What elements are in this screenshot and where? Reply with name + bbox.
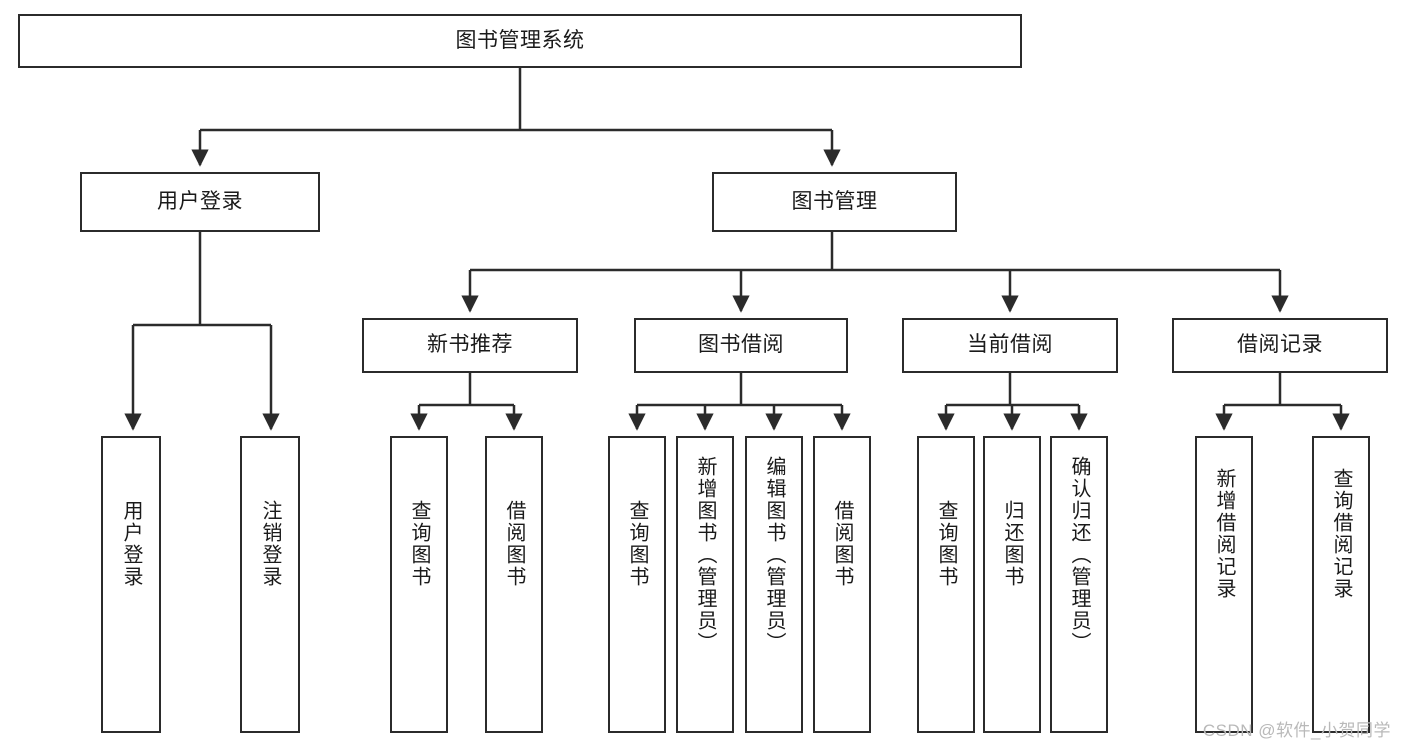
leaf-user-logout-label: 注销登录	[259, 500, 281, 588]
watermark-text: CSDN @软件_小贺同学	[1202, 721, 1391, 740]
leaf-user-login-label: 用户登录	[120, 500, 142, 588]
leaf-return-book-label: 归还图书	[1001, 500, 1023, 588]
leaf-edit-book-admin[interactable]: 编辑图书（管理员）	[745, 436, 803, 733]
node-new-book-recommend-label: 新书推荐	[427, 333, 513, 357]
leaf-query-book-recommend[interactable]: 查询图书	[390, 436, 448, 733]
leaf-user-login[interactable]: 用户登录	[101, 436, 161, 733]
node-current-borrow-label: 当前借阅	[967, 333, 1053, 357]
leaf-query-book-current[interactable]: 查询图书	[917, 436, 975, 733]
leaf-confirm-return-admin[interactable]: 确认归还（管理员）	[1050, 436, 1108, 733]
node-new-book-recommend[interactable]: 新书推荐	[362, 318, 578, 373]
node-borrow-record-label: 借阅记录	[1237, 333, 1323, 357]
node-book-borrow-label: 图书借阅	[698, 333, 784, 357]
leaf-borrow-book-label: 借阅图书	[831, 500, 853, 588]
leaf-add-book-admin-label: 新增图书（管理员）	[694, 456, 716, 654]
leaf-add-borrow-record-label: 新增借阅记录	[1213, 468, 1235, 600]
leaf-query-borrow-record[interactable]: 查询借阅记录	[1312, 436, 1370, 733]
node-book-borrow[interactable]: 图书借阅	[634, 318, 848, 373]
node-root-label: 图书管理系统	[455, 28, 585, 52]
leaf-edit-book-admin-label: 编辑图书（管理员）	[763, 456, 785, 654]
node-user-login-label: 用户登录	[157, 189, 243, 213]
leaf-confirm-return-admin-label: 确认归还（管理员）	[1068, 456, 1090, 654]
node-book-management-label: 图书管理	[791, 189, 878, 213]
leaf-user-logout[interactable]: 注销登录	[240, 436, 300, 733]
leaf-query-book-recommend-label: 查询图书	[408, 500, 430, 588]
node-book-management[interactable]: 图书管理	[712, 172, 957, 232]
node-user-login[interactable]: 用户登录	[80, 172, 320, 232]
leaf-borrow-book-recommend[interactable]: 借阅图书	[485, 436, 543, 733]
node-root[interactable]: 图书管理系统	[18, 14, 1022, 68]
node-current-borrow[interactable]: 当前借阅	[902, 318, 1118, 373]
leaf-borrow-book-recommend-label: 借阅图书	[503, 500, 525, 588]
leaf-add-borrow-record[interactable]: 新增借阅记录	[1195, 436, 1253, 733]
leaf-query-book-borrow[interactable]: 查询图书	[608, 436, 666, 733]
leaf-query-borrow-record-label: 查询借阅记录	[1330, 468, 1352, 600]
leaf-borrow-book[interactable]: 借阅图书	[813, 436, 871, 733]
leaf-return-book[interactable]: 归还图书	[983, 436, 1041, 733]
node-borrow-record[interactable]: 借阅记录	[1172, 318, 1388, 373]
leaf-add-book-admin[interactable]: 新增图书（管理员）	[676, 436, 734, 733]
leaf-query-book-current-label: 查询图书	[935, 500, 957, 588]
leaf-query-book-borrow-label: 查询图书	[626, 500, 648, 588]
